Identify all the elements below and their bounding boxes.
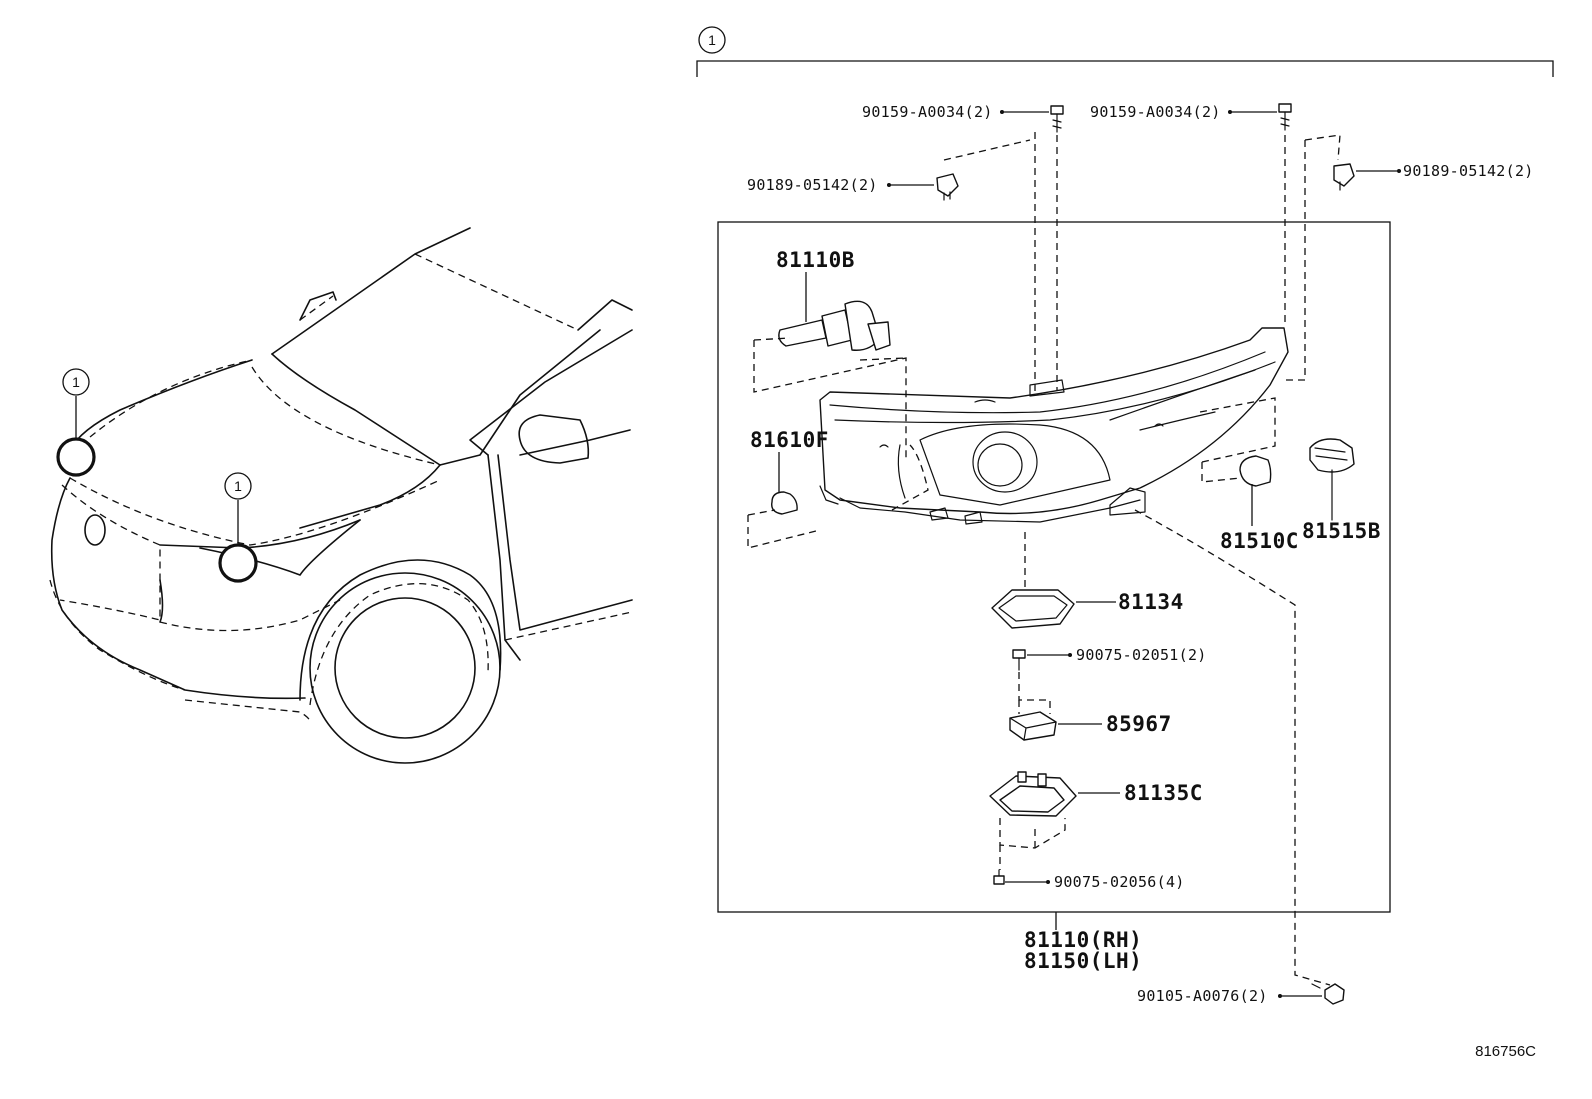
- part-label-bulb-turn: 81510C: [1220, 529, 1299, 553]
- vehicle-callout-marker: [62, 368, 90, 396]
- assembly-callout-marker: [698, 26, 726, 54]
- part-label-screw-ballast: 90075-02056(4): [1054, 873, 1185, 891]
- bolt-icon: [1278, 103, 1292, 131]
- part-label-bolt-lower: 90105-A0076(2): [1137, 987, 1268, 1005]
- assembly-frame: [717, 221, 1391, 913]
- part-label-gasket: 81134: [1118, 590, 1184, 614]
- bulb-socket-icon: [1309, 438, 1355, 521]
- screw-icon: [1012, 649, 1026, 671]
- part-label-bulb-main: 81110B: [776, 248, 855, 272]
- part-label-ballast: 81135C: [1124, 781, 1203, 805]
- callout-number: 1: [72, 374, 80, 390]
- part-label-clip-b: 90189-05142(2): [1403, 162, 1534, 180]
- halogen-bulb-icon: [778, 300, 891, 351]
- callout-number: 1: [708, 32, 716, 48]
- part-label-assy-rh: 81110(RH): [1024, 928, 1142, 952]
- turn-bulb-icon: [1239, 455, 1272, 487]
- wedge-bulb-icon: [771, 491, 798, 515]
- flange-bolt-icon: [1311, 983, 1345, 1005]
- control-module-icon: [1009, 711, 1057, 741]
- callout-number: 1: [234, 478, 242, 494]
- bolt-icon: [1050, 105, 1064, 133]
- callout-ring: [218, 543, 258, 583]
- callout-ring: [56, 437, 96, 477]
- clip-icon: [1333, 163, 1355, 191]
- part-label-module: 85967: [1106, 712, 1172, 736]
- headlamp-assembly: [819, 327, 1289, 525]
- vehicle-front-illustration: 1 1: [49, 227, 633, 764]
- ballast-icon: [989, 771, 1077, 817]
- part-number-labels: 90159-A0034(2) 90159-A0034(2) 90189-0514…: [747, 103, 1536, 1060]
- exploded-parts-view: 1: [696, 26, 1554, 1005]
- part-label-assy-lh: 81150(LH): [1024, 949, 1142, 973]
- screw-icon: [993, 869, 1005, 885]
- part-label-screw-small: 90075-02051(2): [1076, 646, 1207, 664]
- vehicle-callout-marker: [224, 472, 252, 500]
- clip-icon: [936, 173, 959, 201]
- part-label-clip-a: 90189-05142(2): [747, 176, 878, 194]
- part-label-bolt-a: 90159-A0034(2): [862, 103, 993, 121]
- part-label-bolt-b: 90159-A0034(2): [1090, 103, 1221, 121]
- part-label-bulb-side: 81610F: [750, 428, 829, 452]
- part-label-socket: 81515B: [1302, 519, 1381, 543]
- diagram-reference-code: 816756C: [1475, 1043, 1536, 1060]
